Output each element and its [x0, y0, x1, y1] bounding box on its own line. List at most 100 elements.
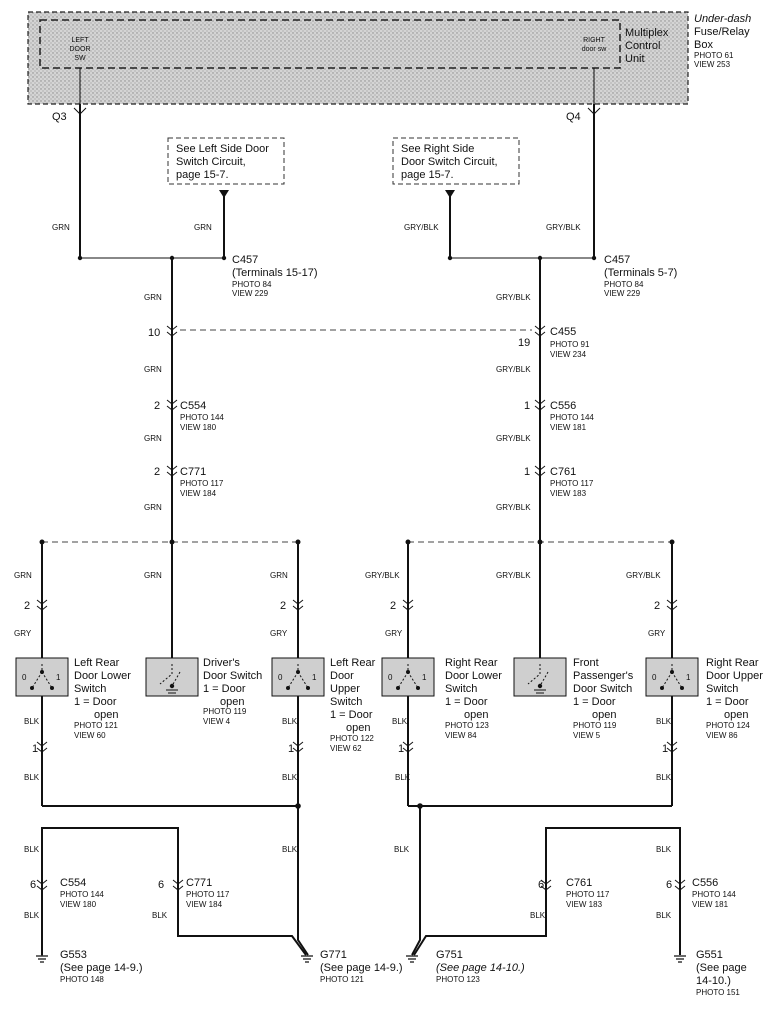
- wire-blk-sw3-b: BLK: [282, 773, 298, 782]
- right-ref-line-1: See Right Side: [401, 143, 474, 155]
- c457-right-name: C457: [604, 254, 630, 266]
- ground-icon: [166, 689, 178, 697]
- wire-grn-sw2: GRN: [144, 571, 162, 580]
- fuse-box-view: VIEW 253: [694, 60, 731, 69]
- pivot-dot: [40, 670, 44, 674]
- g771-wire: [297, 806, 309, 956]
- sw1-line-4: 1 = Door: [74, 696, 117, 708]
- wire-gryblk-q4: GRY/BLK: [546, 223, 581, 232]
- sw4-view: VIEW 84: [445, 731, 477, 740]
- sw6-line-5: open: [724, 709, 748, 721]
- c771-upper-photo: PHOTO 117: [180, 479, 224, 488]
- switch-box: [271, 657, 325, 697]
- fuse-box-title-1: Under-dash: [694, 13, 751, 25]
- c455-pin-left: 10: [148, 327, 160, 339]
- ground-connector-chevrons: [36, 879, 686, 891]
- sw1-line-3: Switch: [74, 683, 106, 695]
- left-ref-box: See Left Side Door Switch Circuit, page …: [167, 137, 285, 185]
- wire-gryblk-sw6: GRY/BLK: [626, 571, 661, 580]
- c771-c761-chevrons: [166, 465, 546, 477]
- left-ref-line-1: See Left Side Door: [176, 143, 269, 155]
- c554-lower-name: C554: [60, 877, 86, 889]
- right-ref-line-2: Door Switch Circuit,: [401, 156, 498, 168]
- sw1-view: VIEW 60: [74, 731, 106, 740]
- sw2-line-4: open: [220, 696, 244, 708]
- pivot-dot: [169, 683, 175, 689]
- g553-photo: PHOTO 148: [60, 975, 104, 984]
- c771-upper-pin: 2: [154, 466, 160, 478]
- sw6-line-2: Door Upper: [706, 670, 763, 682]
- wire-blk-sw6-b: BLK: [656, 773, 672, 782]
- sw3-line-4: Switch: [330, 696, 362, 708]
- c554-lower-photo: PHOTO 144: [60, 890, 104, 899]
- left-door-sw-label-3: SW: [74, 55, 86, 62]
- wire-grn-trunk-2: GRN: [144, 365, 162, 374]
- wire-blk-g4: BLK: [656, 845, 672, 854]
- pin-chevrons: [73, 107, 601, 115]
- g751-name: G751: [436, 949, 463, 961]
- wire-blk-g1-b: BLK: [24, 911, 40, 920]
- g553-note: (See page 14-9.): [60, 962, 143, 974]
- c556-lower-pin: 6: [666, 879, 672, 891]
- c457-left-view: VIEW 229: [232, 289, 269, 298]
- wire-gry-sw3: GRY: [270, 629, 288, 638]
- switch-return-chevrons: [36, 741, 678, 753]
- pin2-sw4: 2: [390, 600, 396, 612]
- terminal-1-label: 1: [56, 673, 61, 682]
- wire-blk-g4-b: BLK: [656, 911, 672, 920]
- wire-blk-g3: BLK: [394, 845, 410, 854]
- g551-photo: PHOTO 151: [696, 988, 740, 997]
- right-door-sw-label-1: RIGHT: [583, 37, 606, 44]
- terminal-0-label: 0: [652, 673, 657, 682]
- ref-wires: [223, 190, 451, 258]
- sw4-line-2: Door Lower: [445, 670, 502, 682]
- wire-grn-trunk-4: GRN: [144, 503, 162, 512]
- ground-symbols: [36, 955, 686, 963]
- c761-upper-view: VIEW 183: [550, 489, 587, 498]
- sw6-line-3: Switch: [706, 683, 738, 695]
- c556-lower-name: C556: [692, 877, 718, 889]
- multiplex-unit-label-3: Unit: [625, 53, 645, 65]
- terminal-0-label: 0: [22, 673, 27, 682]
- g751-photo: PHOTO 123: [436, 975, 480, 984]
- c455-pin-right: 19: [518, 337, 530, 349]
- sw4-line-5: open: [464, 709, 488, 721]
- c761-lower-pin: 6: [538, 879, 544, 891]
- terminal-0-label: 0: [278, 673, 283, 682]
- sw4-line-4: 1 = Door: [445, 696, 488, 708]
- g771-photo: PHOTO 121: [320, 975, 364, 984]
- sw2-line-2: Door Switch: [203, 670, 262, 682]
- contact-dot: [680, 686, 684, 690]
- fuse-relay-box: LEFT DOOR SW RIGHT door sw Multiplex Con…: [27, 11, 689, 105]
- sw6-view: VIEW 86: [706, 731, 738, 740]
- wire-gryblk-sw5: GRY/BLK: [496, 571, 531, 580]
- sw1-line-5: open: [94, 709, 118, 721]
- sw3-line-5: 1 = Door: [330, 709, 373, 721]
- trunk-wires: [171, 258, 541, 542]
- wire-gryblk-trunk-3: GRY/BLK: [496, 434, 531, 443]
- c457-junction-dots: [77, 255, 597, 261]
- c457-right-photo: PHOTO 84: [604, 280, 644, 289]
- sw3-line-3: Upper: [330, 683, 360, 695]
- fuse-box-title-2: Fuse/Relay: [694, 26, 750, 38]
- wire-blk-g3-b: BLK: [530, 911, 546, 920]
- c761-lower-name: C761: [566, 877, 592, 889]
- c556-lower-view: VIEW 181: [692, 900, 729, 909]
- sw1-photo: PHOTO 121: [74, 721, 118, 730]
- contact-dot: [396, 686, 400, 690]
- c554-upper-photo: PHOTO 144: [180, 413, 224, 422]
- g551-note-2: 14-10.): [696, 975, 731, 987]
- c457-left-name: C457: [232, 254, 258, 266]
- c455-chevrons: [166, 325, 546, 337]
- terminal-0-label: 0: [388, 673, 393, 682]
- contact-dot: [286, 686, 290, 690]
- c761-upper-photo: PHOTO 117: [550, 479, 594, 488]
- wire-blk-sw3-a: BLK: [282, 717, 298, 726]
- switch-feed-wires: [41, 542, 673, 658]
- right-ref-box: See Right Side Door Switch Circuit, page…: [392, 137, 520, 185]
- wire-blk-g2-b: BLK: [152, 911, 168, 920]
- terminal-1-label: 1: [312, 673, 317, 682]
